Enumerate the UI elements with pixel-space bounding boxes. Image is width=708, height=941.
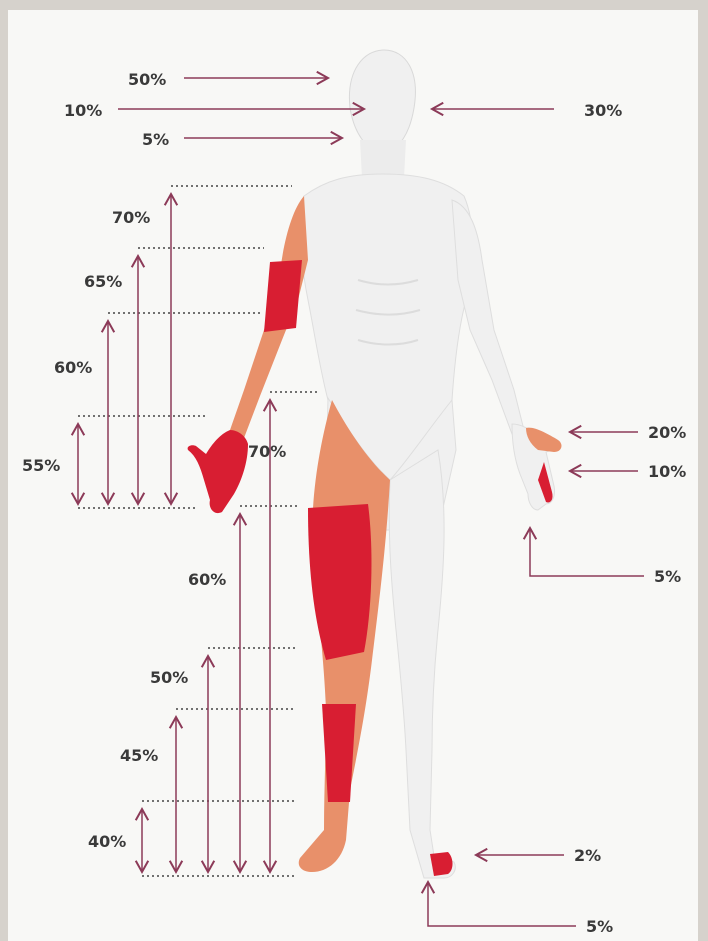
label-arm-shoulder: 70% [112, 208, 150, 227]
toe-highlight [430, 852, 453, 876]
left-hand-highlight [188, 430, 248, 513]
body-diagram [8, 10, 698, 941]
label-foot-toes: 2% [574, 846, 601, 865]
label-arm-forearm: 55% [22, 456, 60, 475]
right-leg-shape [389, 450, 455, 878]
thigh-highlight [308, 504, 371, 660]
neck-shape [360, 140, 406, 178]
label-leg-knee: 50% [150, 668, 188, 687]
label-leg-hip: 70% [248, 442, 286, 461]
human-body-figure [188, 50, 562, 878]
label-leg-shin: 45% [120, 746, 158, 765]
label-arm-elbow: 60% [54, 358, 92, 377]
label-head-face: 10% [64, 101, 102, 120]
head-shape [349, 50, 415, 152]
label-hand-fingers: 10% [648, 462, 686, 481]
right-arm-shape [452, 200, 524, 434]
label-head-top: 50% [128, 70, 166, 89]
arrow-icon [428, 882, 576, 926]
upper-arm-highlight [264, 260, 302, 332]
label-head-back: 30% [584, 101, 622, 120]
label-leg-thigh: 60% [188, 570, 226, 589]
label-arm-upper: 65% [84, 272, 122, 291]
diagram-canvas: 50% 10% 5% 30% 70% 65% 60% 55% 70% 60% 5… [8, 10, 698, 941]
label-hand-finger: 5% [654, 567, 681, 586]
label-foot-big-toe: 5% [586, 917, 613, 936]
label-leg-ankle: 40% [88, 832, 126, 851]
shin-highlight [322, 704, 356, 802]
arrow-icon [530, 528, 644, 576]
label-hand-palm: 20% [648, 423, 686, 442]
label-head-chin: 5% [142, 130, 169, 149]
